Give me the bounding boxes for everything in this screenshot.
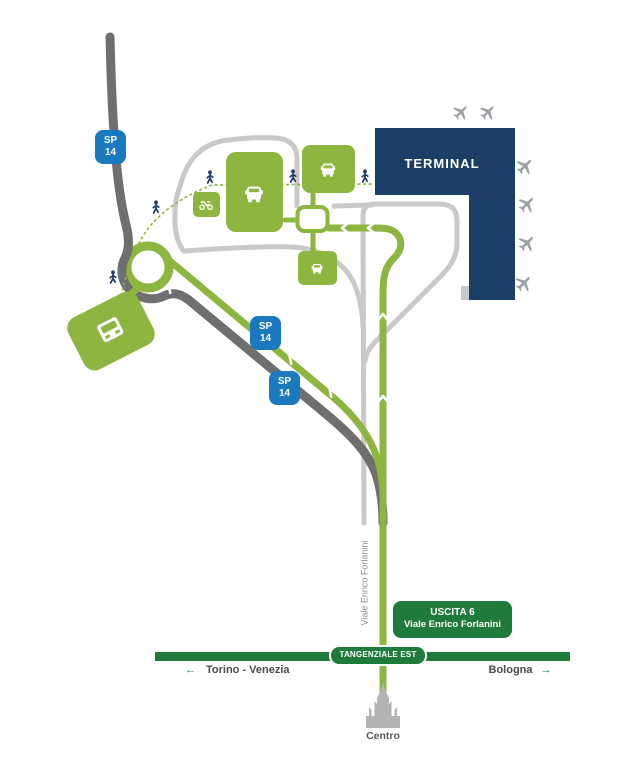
direction-east-label: Bologna <box>488 664 533 676</box>
roundabout-island <box>132 251 164 283</box>
sp14-sign-line2: 14 <box>104 147 117 158</box>
direction-east: Bologna → <box>470 664 570 676</box>
sp14-sign: SP 14 <box>95 130 126 164</box>
terminal-building <box>375 128 515 300</box>
service-loop-road <box>331 202 375 209</box>
sp14-road <box>105 32 388 528</box>
viale-forlanini-road <box>325 224 405 708</box>
tangenziale-badge: TANGENZIALE EST <box>329 645 427 666</box>
sp14-sign: SP 14 <box>250 316 281 350</box>
jet-bridge <box>461 286 469 300</box>
sp14-sign-line2: 14 <box>259 333 272 344</box>
parking-perimeter-road <box>172 135 300 254</box>
airplane-icon <box>513 154 537 178</box>
uscita-sign: USCITA 6 Viale Enrico Forlanini <box>393 601 512 638</box>
terminal-label: TERMINAL <box>404 156 480 171</box>
uscita-sign-line1: USCITA 6 <box>430 607 475 618</box>
airplane-icon <box>515 231 539 255</box>
access-roads-layer <box>123 191 405 708</box>
sp14-sign-line1: SP <box>103 135 118 146</box>
east-arrow-icon: → <box>540 664 552 676</box>
pedestrian-icon <box>206 169 214 184</box>
duomo-icon <box>366 683 400 728</box>
bus-station-building <box>67 291 155 371</box>
direction-west: ← Torino - Venezia <box>185 664 290 676</box>
sp14-sign-line1: SP <box>277 376 292 387</box>
uscita-sign-line2: Viale Enrico Forlanini <box>404 619 501 630</box>
centro-label: Centro <box>366 730 400 742</box>
airplane-icon <box>515 192 539 216</box>
bus-icon <box>97 317 124 343</box>
street-name-label: Viale Enrico Forlanini <box>359 540 370 626</box>
west-arrow-icon: ← <box>185 664 196 676</box>
sp14-sign-line2: 14 <box>278 388 291 399</box>
sp14-sign: SP 14 <box>269 371 300 405</box>
airplane-icon <box>512 271 536 295</box>
pedestrian-icon <box>109 269 117 284</box>
junction-box <box>295 205 330 233</box>
sp14-sign-line1: SP <box>258 321 273 332</box>
pedestrian-icon <box>152 199 160 214</box>
airplane-icon <box>476 100 500 124</box>
direction-west-label: Torino - Venezia <box>206 664 290 676</box>
roundabout <box>122 241 174 293</box>
pedestrian-icon <box>361 168 369 183</box>
pedestrian-path <box>120 183 375 297</box>
airplane-icon <box>449 100 473 124</box>
service-roads-layer <box>172 135 460 526</box>
